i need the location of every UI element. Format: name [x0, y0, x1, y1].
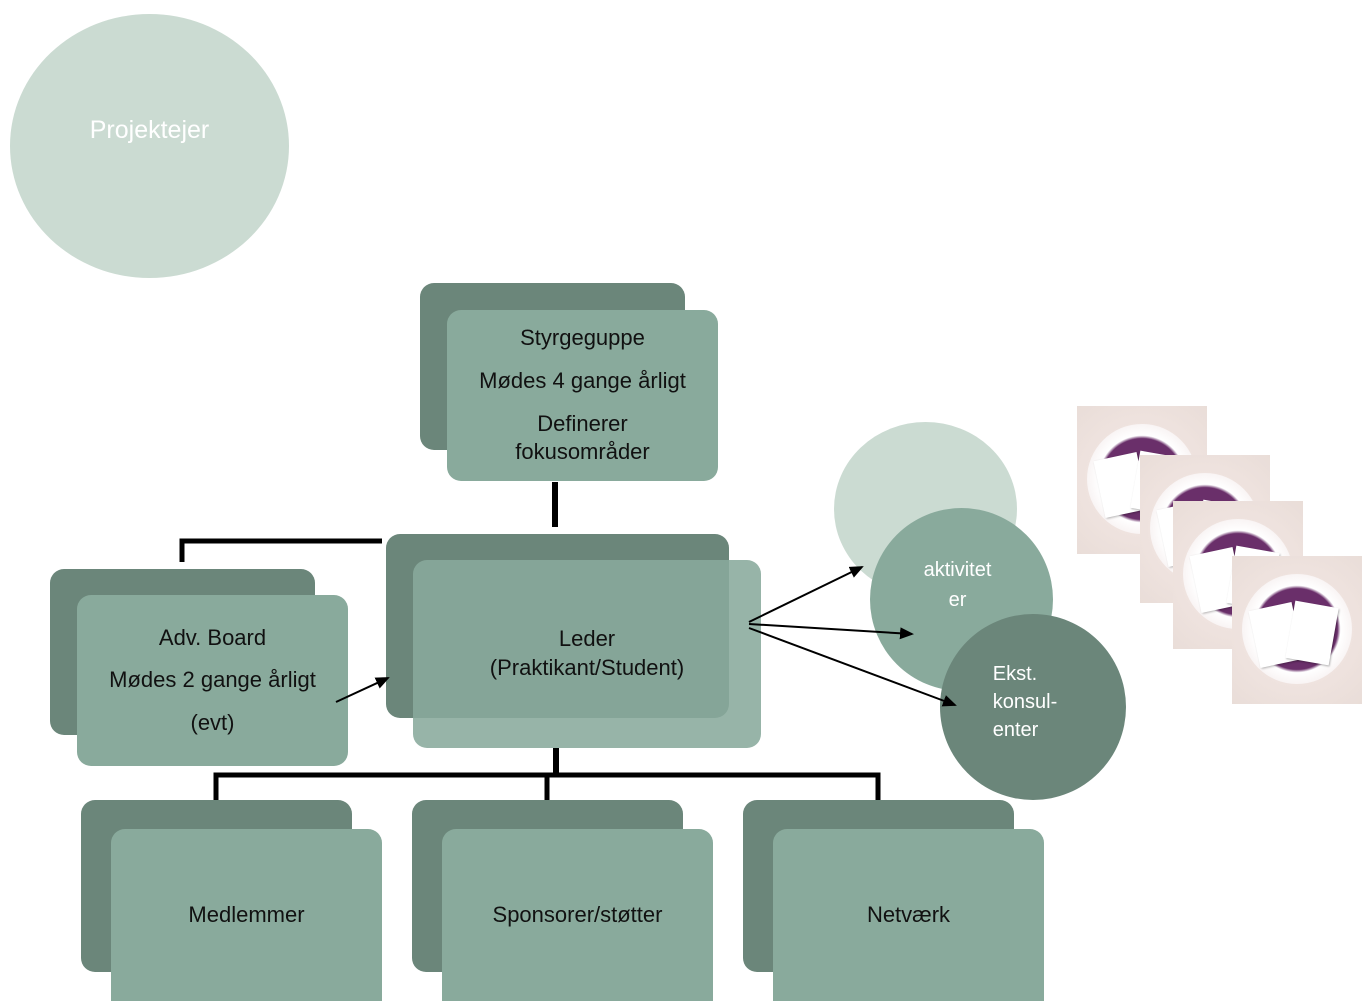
- arrow-board-leader: [335, 677, 390, 703]
- members-label: Medlemmer: [188, 901, 305, 927]
- network-label: Netværk: [866, 901, 951, 927]
- consultants-label: Ekst. konsul- enter: [993, 660, 1057, 744]
- consultants-circle: Ekst. konsul- enter: [940, 614, 1126, 800]
- board-title: Adv. Board: [158, 624, 267, 650]
- owner-label: Projektejer: [89, 116, 210, 145]
- sponsors-label: Sponsorer/støtter: [492, 901, 663, 927]
- consultants-line-3: enter: [992, 719, 1039, 741]
- arrow-leader-activities: [748, 623, 914, 640]
- consultants-line-1: Ekst.: [992, 663, 1038, 685]
- board-meetings: Mødes 2 gange årligt: [109, 667, 316, 693]
- activities-label: aktivitet er: [924, 555, 992, 615]
- steering-meetings: Mødes 4 gange årligt: [479, 367, 686, 393]
- members-box: Medlemmer: [111, 829, 382, 1001]
- arrow-leader-light: [748, 566, 864, 623]
- steering-box: Styrgeguppe Mødes 4 gange årligt Definer…: [447, 310, 718, 481]
- line-board: [179, 538, 382, 562]
- steering-title: Styrgeguppe: [520, 325, 645, 351]
- leader-box: Leder (Praktikant/Student): [413, 560, 761, 748]
- owner-circle: Projektejer: [10, 14, 289, 278]
- publication-image-4: [1232, 556, 1362, 704]
- consultants-line-2: konsul-: [992, 691, 1058, 713]
- activities-line-1: aktivitet: [923, 558, 992, 581]
- activities-line-2: er: [948, 588, 967, 611]
- leader-subtitle: (Praktikant/Student): [489, 655, 685, 680]
- leader-title: Leder: [558, 626, 616, 652]
- board-box: Adv. Board Mødes 2 gange årligt (evt): [77, 595, 348, 766]
- board-optional: (evt): [190, 709, 235, 735]
- sponsors-box: Sponsorer/støtter: [442, 829, 713, 1001]
- steering-defines: Definerer: [537, 410, 628, 436]
- arrow-leader-consultants: [748, 627, 957, 707]
- network-box: Netværk: [773, 829, 1044, 1001]
- steering-focus: fokusområder: [515, 439, 650, 465]
